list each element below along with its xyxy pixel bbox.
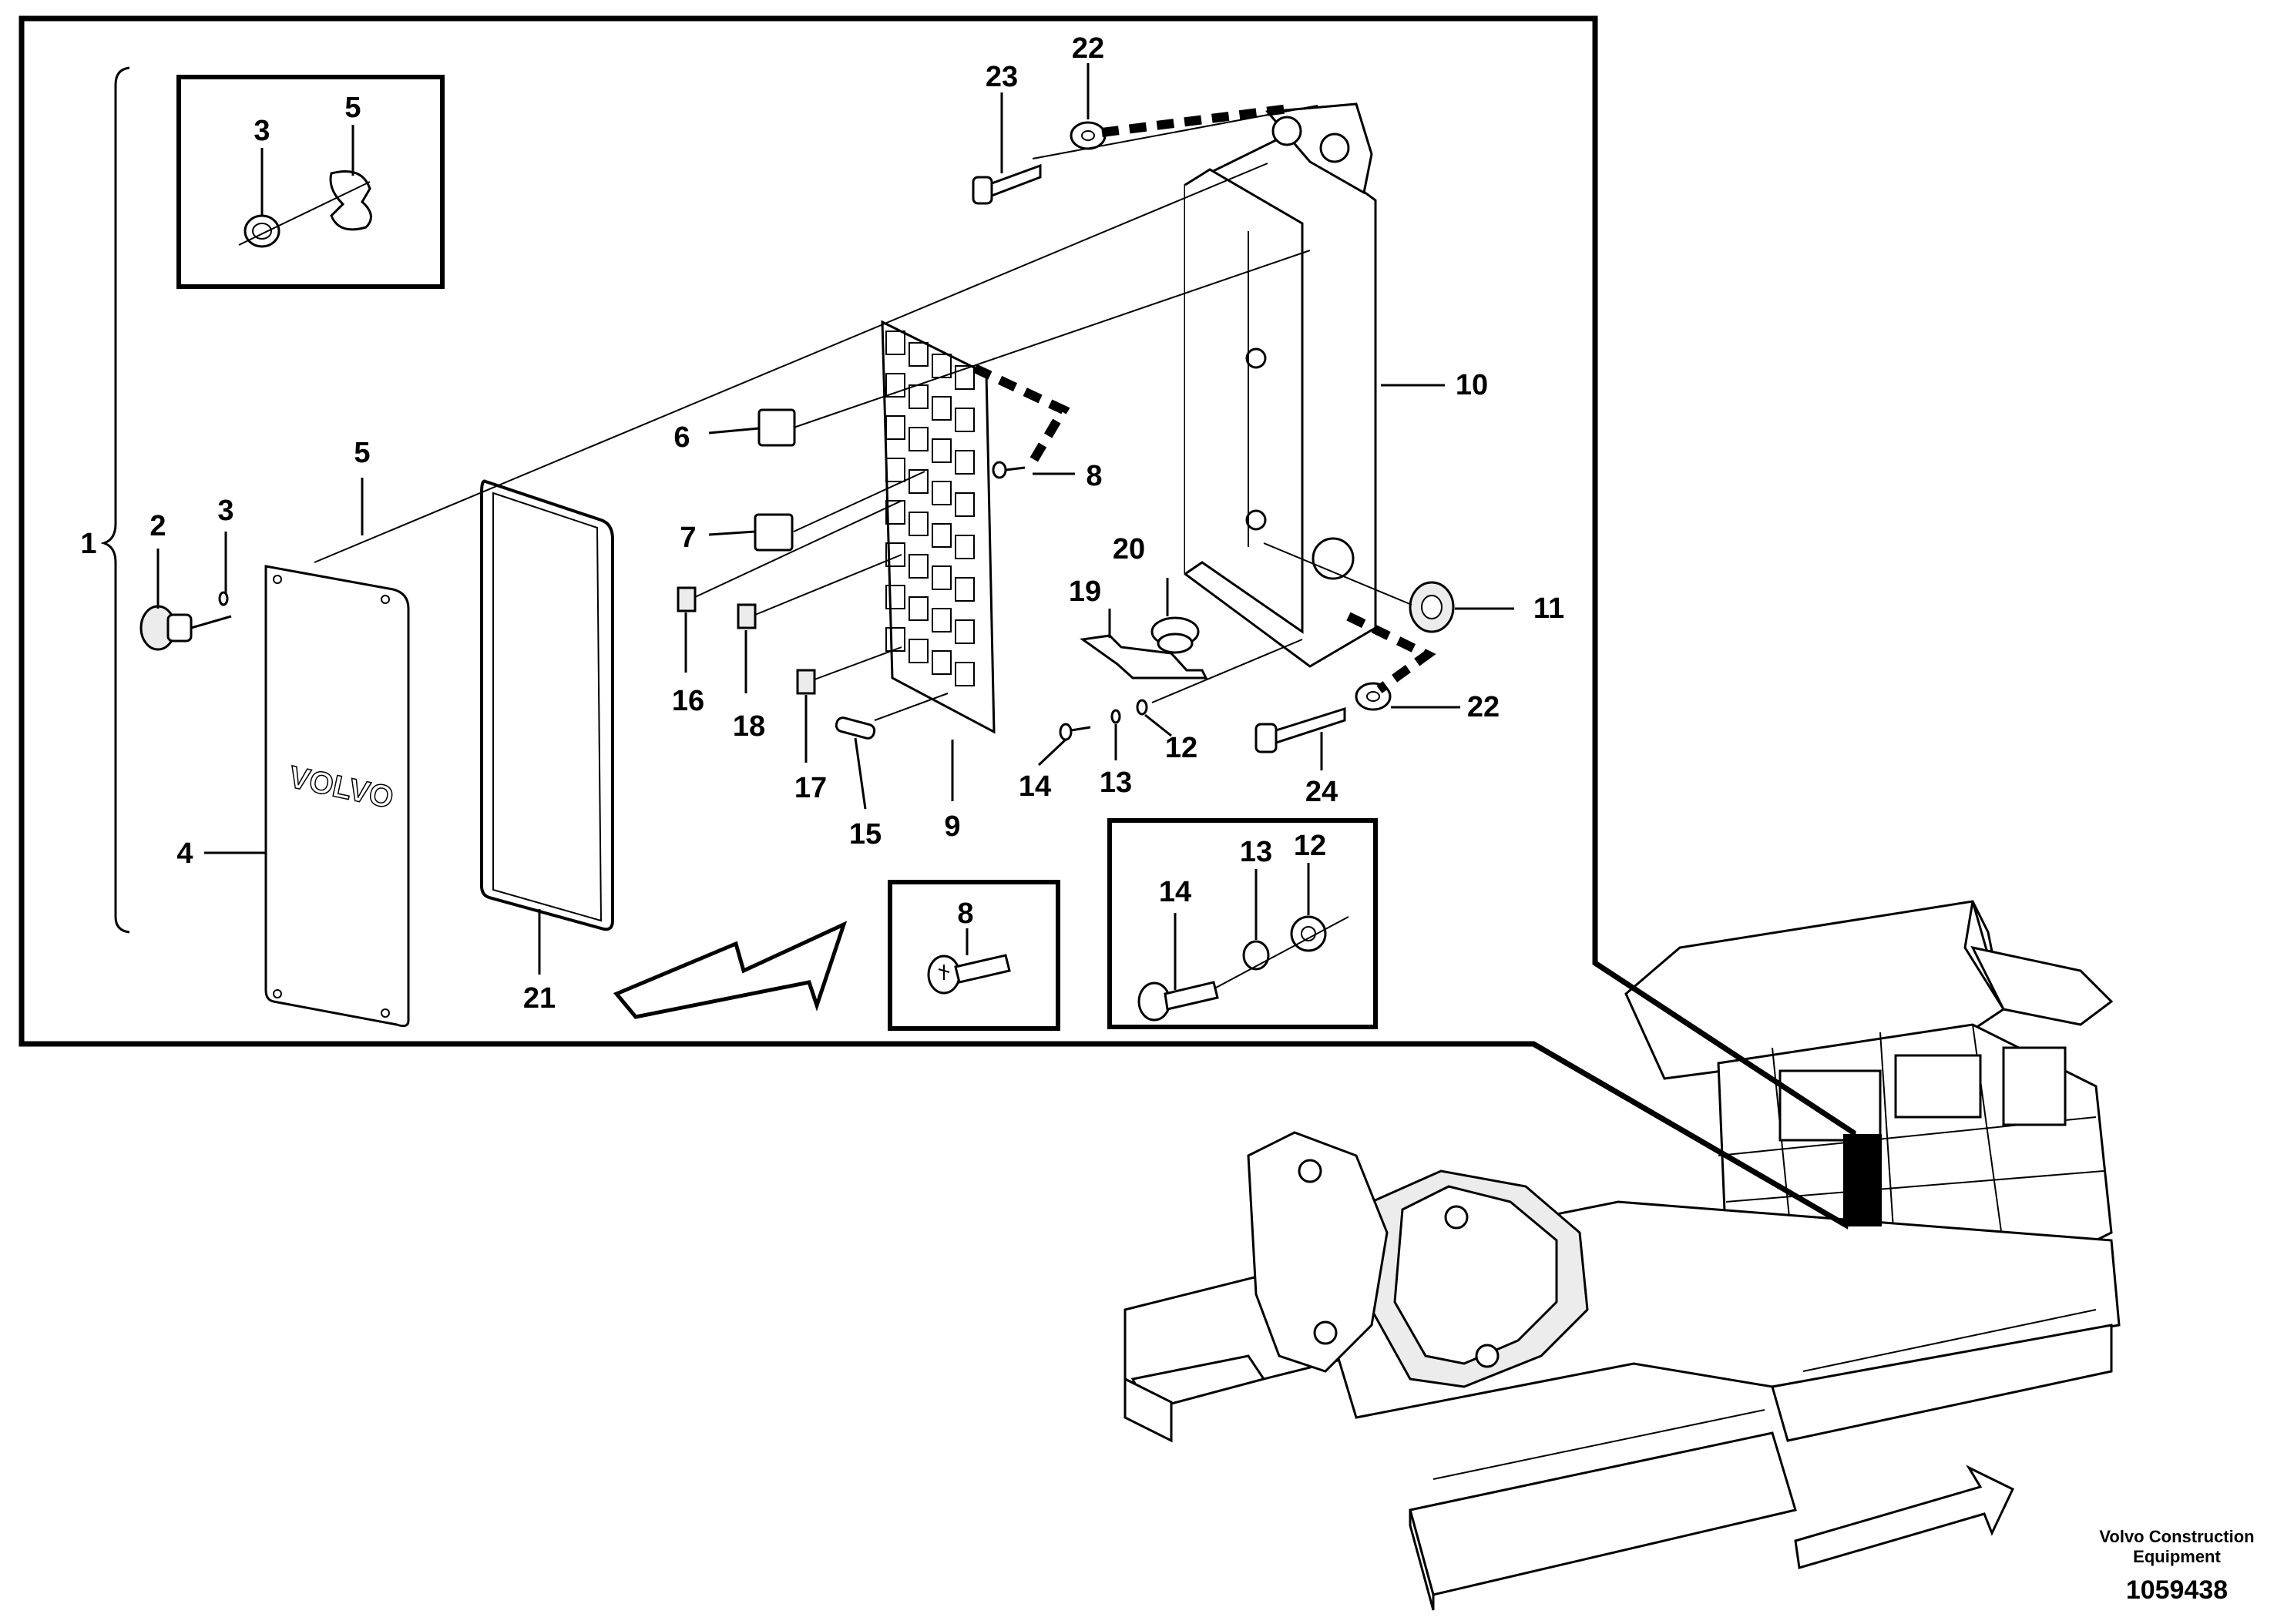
label-15: 15 — [849, 818, 882, 851]
label-22-bottom: 22 — [1467, 691, 1500, 723]
grommet-11 — [1409, 581, 1455, 633]
fuse-18 — [737, 603, 757, 629]
fuse-17 — [796, 669, 816, 695]
label-12: 12 — [1165, 732, 1197, 764]
label-24: 24 — [1305, 776, 1338, 808]
inset-washer-clip — [176, 75, 445, 289]
relay-6 — [757, 408, 796, 447]
label-23: 23 — [986, 61, 1018, 93]
label-8-inset: 8 — [957, 898, 973, 930]
bolt-23-washer-22 — [972, 121, 1107, 205]
label-8: 8 — [1086, 460, 1102, 492]
view-direction-arrow-icon — [613, 921, 848, 1019]
label-21: 21 — [523, 982, 556, 1015]
assembly-bracket — [100, 66, 130, 934]
label-22-top: 22 — [1072, 32, 1104, 65]
label-13-inset: 13 — [1240, 836, 1272, 868]
label-9: 9 — [944, 810, 960, 843]
bracket-19 — [1080, 634, 1208, 679]
label-17: 17 — [794, 772, 827, 804]
screw-washers-mid — [1059, 699, 1148, 741]
bolt-24-washer-22 — [1254, 682, 1392, 753]
label-3: 3 — [217, 495, 233, 527]
fuse-puller-15 — [835, 716, 876, 740]
machine-frame-illustration — [1123, 900, 2121, 1611]
label-10: 10 — [1456, 369, 1488, 401]
label-5: 5 — [354, 437, 370, 469]
credit-line-1: Volvo Construction — [2099, 1527, 2254, 1546]
front-direction-arrow-icon — [1794, 1465, 2014, 1569]
label-1: 1 — [80, 528, 96, 560]
label-20: 20 — [1113, 533, 1145, 565]
label-11: 11 — [1533, 592, 1564, 625]
credit-line-2: Equipment — [2133, 1547, 2221, 1566]
inset-screw-8 — [888, 880, 1060, 1031]
cover-panel: VOLVO — [264, 565, 410, 1028]
label-4: 4 — [176, 837, 193, 870]
label-14-inset: 14 — [1159, 876, 1191, 908]
relay-7 — [754, 513, 794, 552]
label-3-inset: 3 — [254, 115, 270, 147]
label-12-inset: 12 — [1294, 830, 1326, 862]
document-number: 1059438 — [2126, 1575, 2228, 1605]
label-18: 18 — [733, 710, 765, 743]
label-5-inset: 5 — [344, 92, 361, 124]
label-13: 13 — [1100, 767, 1132, 799]
assembly-lines — [314, 105, 1412, 721]
item-labels: 1 2 3 3 5 5 4 21 6 7 8 16 18 17 15 9 10 … — [80, 32, 1564, 1015]
housing — [1184, 102, 1377, 668]
detail-frame — [18, 15, 1856, 1230]
knob — [139, 591, 232, 651]
screw-8 — [992, 461, 1026, 479]
label-6: 6 — [673, 421, 690, 454]
label-2: 2 — [149, 510, 166, 542]
gasket — [480, 479, 614, 931]
label-14: 14 — [1019, 770, 1051, 803]
label-7: 7 — [680, 522, 696, 554]
label-16: 16 — [672, 685, 704, 717]
inset-screw-washers — [1107, 818, 1378, 1029]
fuse-16 — [677, 586, 697, 612]
label-19: 19 — [1069, 575, 1101, 608]
grommet-20 — [1150, 616, 1200, 654]
fuse-relay-board — [881, 320, 996, 734]
